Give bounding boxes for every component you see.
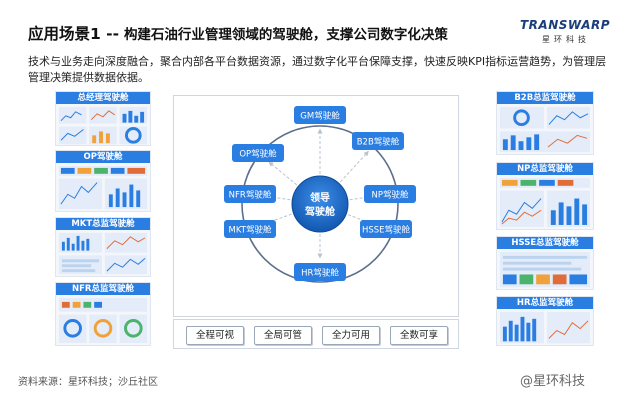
panel-title: OP驾驶舱 — [56, 151, 150, 163]
cockpit-node — [360, 220, 412, 238]
cockpit-node-label: NFR驾驶舱 — [229, 190, 272, 201]
panel-title: NP总监驾驶舱 — [497, 163, 593, 175]
cockpit-node-label: GM驾驶舱 — [300, 111, 340, 122]
logo-chinese: 星环科技 — [542, 35, 590, 44]
cockpit-node — [364, 185, 416, 203]
panel-title: HR总监驾驶舱 — [497, 297, 593, 309]
dashboard-thumbnail-icon — [499, 251, 591, 288]
panel-thumbnail: OP驾驶舱 — [55, 150, 151, 212]
dashboard-thumbnail-icon — [58, 165, 148, 210]
cockpit-node — [232, 144, 284, 162]
ring-circle — [241, 125, 399, 283]
dashboard-thumbnail-icon — [58, 232, 147, 275]
cockpit-node-label: OP驾驶舱 — [239, 149, 277, 160]
source-note: 资料来源：星环科技；沙丘社区 — [18, 377, 158, 388]
page-title: 应用场景1 -- 构建石油行业管理领域的驾驶舱，支撑公司数字化决策 — [28, 22, 448, 44]
cockpit-node — [294, 263, 346, 281]
spoke-arrow — [339, 150, 369, 183]
dashboard-thumbnail-icon — [499, 106, 590, 152]
panel-title: HSSE总监驾驶舱 — [497, 237, 593, 249]
cockpit-node-label: NP驾驶舱 — [372, 190, 409, 201]
cockpit-node-label: MKT驾驶舱 — [229, 225, 272, 236]
pillar-bar: 全程可视 全局可管 全力可用 全数可享 — [173, 319, 459, 349]
panel-title: MKT总监驾驶舱 — [56, 218, 150, 230]
panel-thumbnail: 总经理驾驶舱 — [55, 91, 151, 146]
cockpit-node — [224, 185, 276, 203]
cockpit-node-label: HSSE驾驶舱 — [362, 225, 411, 236]
cockpit-node — [224, 220, 276, 238]
panel-thumbnail: MKT总监驾驶舱 — [55, 217, 151, 277]
dashboard-thumbnail-icon — [58, 106, 148, 145]
hub-label-line2: 驾驶舱 — [304, 205, 336, 218]
cockpit-diagram: 领导驾驶舱 GM驾驶舱 B2B驾驶舱 NP驾驶舱 HSSE驾驶舱 HR驾驶舱 MKT驾驶舱 N… — [173, 95, 459, 317]
panel-thumbnail: NP总监驾驶舱 — [496, 162, 594, 230]
watermark: @星环科技 — [520, 374, 586, 389]
title-main: 应用场景1 -- — [28, 25, 120, 43]
title-sub: 构建石油行业管理领域的驾驶舱，支撑公司数字化决策 — [123, 27, 448, 43]
panel-title: 总经理驾驶舱 — [56, 92, 150, 104]
panel-thumbnail: B2B总监驾驶舱 — [496, 91, 594, 155]
pillar-badge: 全数可享 — [390, 326, 448, 345]
panel-title: NFR总监驾驶舱 — [56, 283, 150, 295]
brand-logo: TRANSWARP 星环科技 — [520, 16, 610, 46]
cockpit-node-label: B2B驾驶舱 — [357, 137, 400, 148]
hub-circle — [291, 175, 349, 233]
dashboard-thumbnail-icon — [499, 311, 590, 344]
cockpit-node — [352, 132, 404, 150]
dashboard-thumbnail-icon — [58, 297, 148, 343]
hub-label-line1: 领导 — [310, 191, 330, 204]
logo-wordmark: TRANSWARP — [520, 18, 611, 32]
cockpit-node-label: HR驾驶舱 — [301, 268, 339, 279]
pillar-badge: 全力可用 — [322, 326, 380, 345]
spoke-arrow — [268, 161, 298, 186]
description: 技术与业务走向深度融合，聚合内部各平台数据资源，通过数字化平台保障支撑，快速反映… — [28, 55, 607, 84]
pillar-badge: 全局可管 — [254, 326, 312, 345]
panel-thumbnail: HR总监驾驶舱 — [496, 296, 594, 346]
panel-thumbnail: HSSE总监驾驶舱 — [496, 236, 594, 290]
panel-title: B2B总监驾驶舱 — [497, 92, 593, 104]
pillar-badge: 全程可视 — [186, 326, 244, 345]
dashboard-thumbnail-icon — [499, 177, 591, 227]
panel-thumbnail: NFR总监驾驶舱 — [55, 282, 151, 346]
cockpit-node — [294, 106, 346, 124]
